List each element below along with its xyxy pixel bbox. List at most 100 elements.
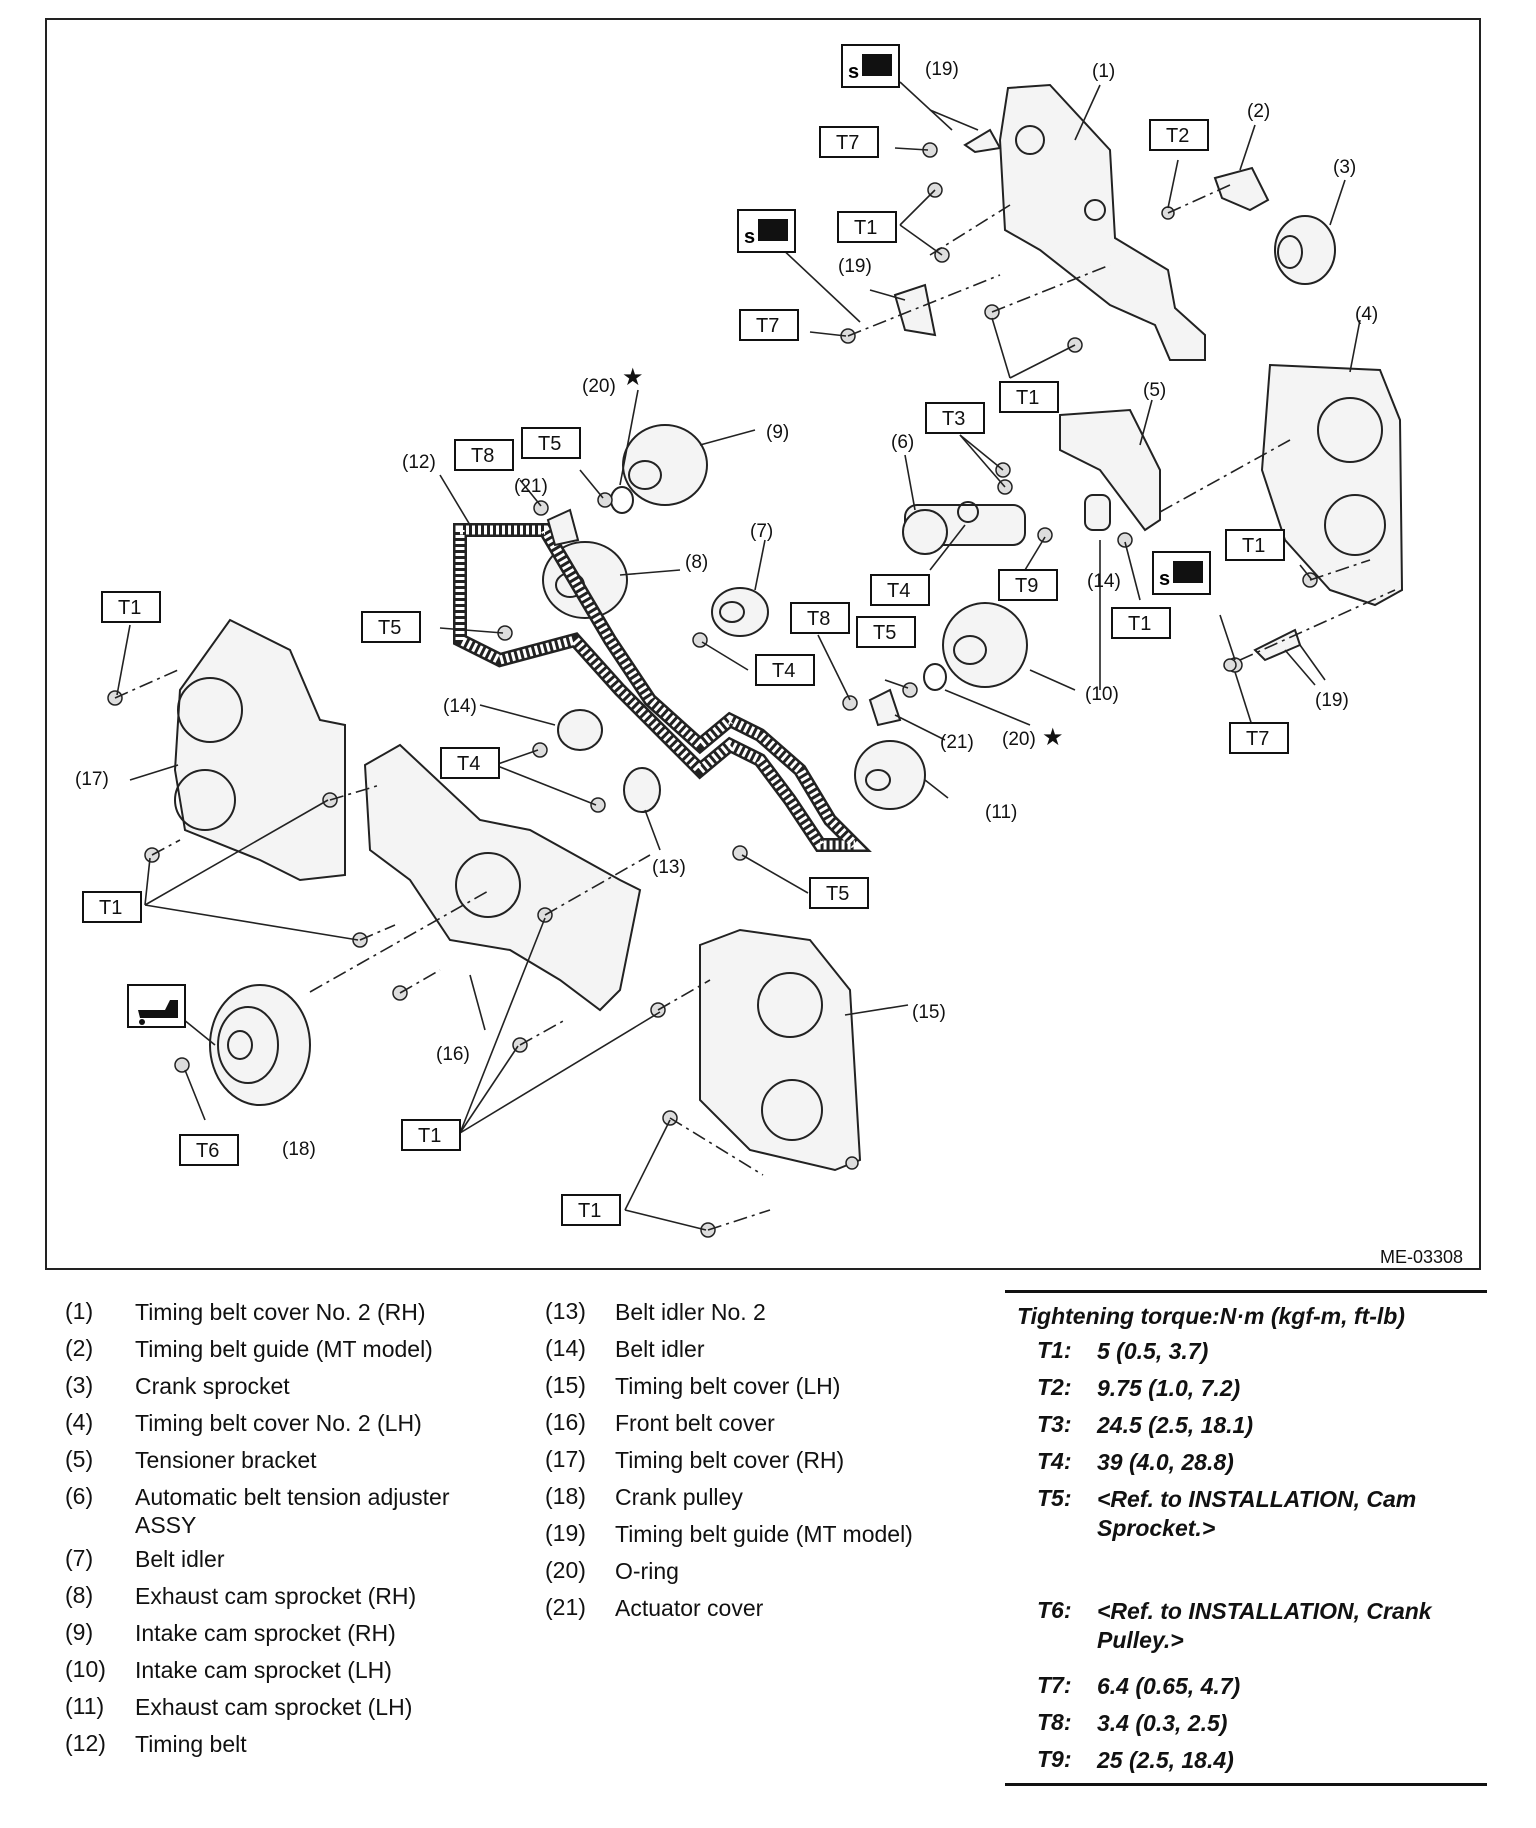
part-timing-belt-cover-rh <box>173 618 346 882</box>
svg-text:T1: T1 <box>1016 387 1039 409</box>
svg-text:T7: T7 <box>836 132 859 154</box>
legend-text: Actuator cover <box>615 1595 764 1621</box>
svg-text:T7: T7 <box>1246 728 1269 750</box>
svg-text:T5: T5 <box>826 883 849 905</box>
callout-20: (20) <box>1002 729 1036 750</box>
callout-6: (6) <box>891 432 914 453</box>
legend-text: Timing belt cover No. 2 (LH) <box>135 1410 422 1436</box>
tag-t7: T7 <box>739 309 799 341</box>
legend-text: Timing belt cover (RH) <box>615 1447 845 1473</box>
parts-legend-col1: (1)Timing belt cover No. 2 (RH)(2)Timing… <box>65 1298 515 1788</box>
part-tensioner-bracket <box>1059 408 1161 532</box>
callout-18: (18) <box>282 1139 316 1160</box>
part-actuator-cover-b <box>868 688 902 727</box>
torque-value: 5 (0.5, 3.7) <box>1097 1338 1209 1364</box>
legend-number: (11) <box>65 1693 105 1719</box>
part-crank-sprocket <box>1274 215 1336 285</box>
tag-t5: T5 <box>809 877 869 909</box>
tag-t7: T7 <box>819 126 879 158</box>
svg-text:T1: T1 <box>578 1200 601 1222</box>
callout-2: (2) <box>1247 101 1270 122</box>
legend-number: (2) <box>65 1335 94 1361</box>
lubricant-symbol-icon: s <box>841 44 900 88</box>
tag-t1: T1 <box>1225 529 1285 561</box>
callout-1: (1) <box>1092 61 1115 82</box>
callout-3: (3) <box>1333 157 1356 178</box>
part-timing-belt-cover-lh <box>699 928 862 1172</box>
callout-7: (7) <box>750 521 773 542</box>
tag-t5: T5 <box>521 427 581 459</box>
legend-number: (20) <box>545 1557 586 1583</box>
callout-9: (9) <box>766 422 789 443</box>
legend-text: Crank pulley <box>615 1484 743 1510</box>
star-mark: ★ <box>622 364 644 391</box>
torque-value: 24.5 (2.5, 18.1) <box>1097 1412 1253 1438</box>
legend-text: Timing belt guide (MT model) <box>615 1521 913 1547</box>
callout-16: (16) <box>436 1044 470 1065</box>
part-belt-idler-7 <box>711 587 769 637</box>
torque-key: T2: <box>1037 1374 1072 1400</box>
tag-t1: T1 <box>561 1194 621 1226</box>
legend-number: (21) <box>545 1594 586 1620</box>
legend-number: (8) <box>65 1582 94 1608</box>
torque-value: 6.4 (0.65, 4.7) <box>1097 1673 1241 1699</box>
tag-t1: T1 <box>101 591 161 623</box>
svg-text:T4: T4 <box>772 660 795 682</box>
part-o-ring-a <box>610 486 634 514</box>
svg-text:T1: T1 <box>854 217 877 239</box>
svg-text:T1: T1 <box>1242 535 1265 557</box>
legend-text: Automatic belt tension adjuster ASSY <box>135 1484 450 1538</box>
legend-number: (7) <box>65 1545 94 1571</box>
callout-19: (19) <box>925 59 959 80</box>
torque-key: T1: <box>1037 1337 1072 1363</box>
callout-11: (11) <box>985 802 1017 823</box>
torque-value: <Ref. to INSTALLATION, Crank Pulley.> <box>1097 1598 1432 1653</box>
cover-opening <box>1324 494 1386 556</box>
svg-text:T5: T5 <box>538 433 561 455</box>
torque-table: Tightening torque:N·m (kgf-m, ft-lb) T1:… <box>1005 1290 1487 1786</box>
tag-t1: T1 <box>999 381 1059 413</box>
callout-13: (13) <box>652 857 686 878</box>
part-timing-belt-guide-19a <box>963 128 1002 154</box>
part-intake-cam-sprocket-rh <box>622 424 708 506</box>
legend-number: (14) <box>545 1335 586 1361</box>
legend-text: Belt idler No. 2 <box>615 1299 766 1325</box>
callout-10: (10) <box>1085 684 1119 705</box>
tag-t4: T4 <box>870 574 930 606</box>
alignment-lines <box>114 184 1396 1231</box>
svg-text:T7: T7 <box>756 315 779 337</box>
part-auto-belt-tension-adjuster <box>902 501 1026 555</box>
legend-number: (15) <box>545 1372 586 1398</box>
legend-text: Exhaust cam sprocket (LH) <box>135 1694 413 1720</box>
svg-text:T8: T8 <box>807 608 830 630</box>
legend-text: Timing belt guide (MT model) <box>135 1336 433 1362</box>
tag-t8: T8 <box>790 602 850 634</box>
legend-text: Crank sprocket <box>135 1373 290 1399</box>
cover-opening <box>174 769 236 831</box>
cover-hole <box>1084 199 1106 221</box>
svg-text:T8: T8 <box>471 445 494 467</box>
cover-opening <box>761 1079 823 1141</box>
bolts <box>107 142 1318 1238</box>
svg-text:T1: T1 <box>418 1125 441 1147</box>
figure-code: ME-03308 <box>1380 1247 1464 1267</box>
part-belt-idler-14 <box>557 494 1111 751</box>
svg-text:T1: T1 <box>1128 613 1151 635</box>
svg-text:T6: T6 <box>196 1140 219 1162</box>
tag-t7: T7 <box>1229 722 1289 754</box>
lubricant-symbol-icon: s <box>1152 551 1211 595</box>
torque-key: T7: <box>1037 1672 1072 1698</box>
diagram-frame <box>45 18 1481 1270</box>
part-intake-cam-sprocket-lh <box>942 602 1028 688</box>
torque-key: T5: <box>1037 1485 1072 1511</box>
svg-text:T2: T2 <box>1166 125 1189 147</box>
torque-value: 25 (2.5, 18.4) <box>1097 1747 1234 1773</box>
star-mark: ★ <box>1042 724 1064 751</box>
cover-hole <box>1015 125 1045 155</box>
parts-legend-col2: (13)Belt idler No. 2(14)Belt idler(15)Ti… <box>545 1298 995 1621</box>
legend-number: (17) <box>545 1446 586 1472</box>
svg-text:T4: T4 <box>457 753 480 775</box>
callout-14: (14) <box>1087 571 1121 592</box>
callout-14: (14) <box>443 696 477 717</box>
torque-key: T3: <box>1037 1411 1072 1437</box>
